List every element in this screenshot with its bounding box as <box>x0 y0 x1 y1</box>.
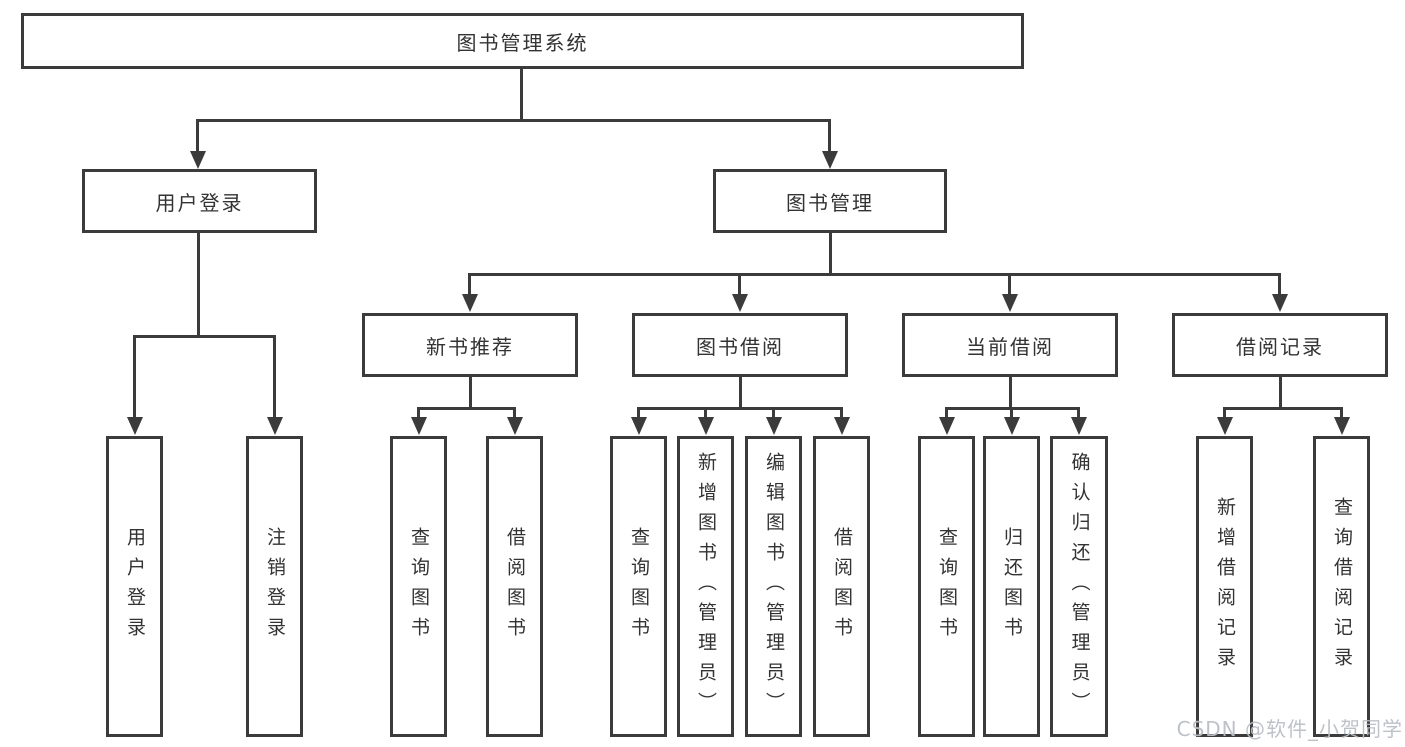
arrow-down-icon <box>834 417 850 435</box>
node-current-confirm-label: 确认归还（管理员） <box>1068 451 1091 722</box>
arrow-down-icon <box>939 417 955 435</box>
node-borrow-record: 借阅记录 <box>1172 313 1388 377</box>
connector-userlogin-stem <box>197 233 200 338</box>
node-current-confirm: 确认归还（管理员） <box>1050 436 1108 737</box>
connector-userlogin-drop <box>133 335 136 419</box>
connector-root-drop-right <box>828 119 831 153</box>
arrow-down-icon <box>698 417 714 435</box>
node-user-login: 用户登录 <box>82 169 317 233</box>
connector-userlogin-drop <box>273 335 276 419</box>
node-borrow-edit-label: 编辑图书（管理员） <box>763 451 785 722</box>
node-borrow-borrow-label: 借阅图书 <box>831 526 853 647</box>
node-current-borrow-label: 当前借阅 <box>966 334 1054 359</box>
connector-bookborrow-drop <box>840 407 843 419</box>
connector-bookmgmt-bar <box>468 273 1281 276</box>
node-book-borrow: 图书借阅 <box>632 313 848 377</box>
connector-bookmgmt-stem <box>829 232 832 276</box>
connector-bookborrow-drop <box>704 407 707 419</box>
connector-bookborrow-stem <box>739 377 742 410</box>
node-newbook-borrow-label: 借阅图书 <box>504 526 526 647</box>
connector-newbook-drop <box>417 407 420 419</box>
arrow-down-icon <box>1071 417 1087 435</box>
connector-currentborrow-drop <box>1010 407 1013 419</box>
node-record-add: 新增借阅记录 <box>1196 436 1253 737</box>
connector-bookborrow-drop <box>637 407 640 419</box>
node-logout-label: 注销登录 <box>264 526 286 647</box>
node-current-borrow: 当前借阅 <box>902 313 1118 377</box>
connector-bookborrow-drop <box>772 407 775 419</box>
connector-bookmgmt-drop <box>1278 273 1281 297</box>
connector-bookmgmt-drop <box>468 273 471 297</box>
connector-borrowrecord-drop <box>1340 407 1343 419</box>
node-record-query: 查询借阅记录 <box>1313 436 1370 737</box>
arrow-down-icon <box>732 294 748 312</box>
node-login: 用户登录 <box>106 436 163 737</box>
connector-root-stem <box>520 69 523 122</box>
arrow-down-icon <box>1002 294 1018 312</box>
node-borrow-borrow: 借阅图书 <box>813 436 870 737</box>
connector-userlogin-bar <box>133 335 276 338</box>
arrow-down-icon <box>1272 294 1288 312</box>
connector-newbook-bar <box>417 407 516 410</box>
node-current-return-label: 归还图书 <box>1001 526 1023 647</box>
connector-currentborrow-drop <box>945 407 948 419</box>
node-borrow-add: 新增图书（管理员） <box>677 436 734 737</box>
node-logout: 注销登录 <box>246 436 303 737</box>
node-record-query-label: 查询借阅记录 <box>1331 496 1353 677</box>
node-book-borrow-label: 图书借阅 <box>696 334 784 359</box>
arrow-down-icon <box>631 417 647 435</box>
connector-currentborrow-drop <box>1077 407 1080 419</box>
connector-borrowrecord-stem <box>1279 377 1282 410</box>
arrow-down-icon <box>1334 417 1350 435</box>
connector-borrowrecord-drop <box>1223 407 1226 419</box>
node-current-query-label: 查询图书 <box>936 526 958 647</box>
arrow-down-icon <box>127 417 143 435</box>
arrow-down-icon <box>507 417 523 435</box>
arrow-down-icon <box>1004 417 1020 435</box>
node-user-login-label: 用户登录 <box>155 190 244 215</box>
arrow-down-icon <box>1217 417 1233 435</box>
node-borrow-record-label: 借阅记录 <box>1236 334 1324 359</box>
node-new-book-label: 新书推荐 <box>426 334 514 359</box>
csdn-watermark: CSDN @软件_小贺同学 <box>1176 717 1403 741</box>
arrow-down-icon <box>462 294 478 312</box>
node-root: 图书管理系统 <box>21 13 1024 69</box>
connector-bookmgmt-drop <box>738 273 741 297</box>
connector-newbook-drop <box>513 407 516 419</box>
connector-root-bar <box>196 119 831 122</box>
node-current-query: 查询图书 <box>918 436 975 737</box>
node-newbook-query: 查询图书 <box>390 436 447 737</box>
node-borrow-query: 查询图书 <box>610 436 667 737</box>
arrow-down-icon <box>766 417 782 435</box>
connector-currentborrow-stem <box>1009 377 1012 410</box>
node-root-label: 图书管理系统 <box>456 30 589 55</box>
node-book-mgmt-label: 图书管理 <box>786 190 874 215</box>
node-login-label: 用户登录 <box>124 526 146 647</box>
node-newbook-query-label: 查询图书 <box>408 526 430 647</box>
arrow-down-icon <box>190 151 206 169</box>
node-borrow-edit: 编辑图书（管理员） <box>745 436 802 737</box>
arrow-down-icon <box>822 151 838 169</box>
node-newbook-borrow: 借阅图书 <box>486 436 543 737</box>
node-borrow-add-label: 新增图书（管理员） <box>695 451 717 722</box>
connector-bookborrow-bar <box>637 407 843 410</box>
arrow-down-icon <box>411 417 427 435</box>
node-current-return: 归还图书 <box>983 436 1040 737</box>
connector-newbook-stem <box>469 377 472 410</box>
connector-root-drop-left <box>196 119 199 153</box>
connector-borrowrecord-bar <box>1223 407 1343 410</box>
node-book-mgmt: 图书管理 <box>713 169 947 233</box>
node-record-add-label: 新增借阅记录 <box>1214 496 1236 677</box>
node-new-book: 新书推荐 <box>362 313 578 377</box>
node-borrow-query-label: 查询图书 <box>628 526 650 647</box>
arrow-down-icon <box>267 417 283 435</box>
connector-bookmgmt-drop <box>1008 273 1011 297</box>
